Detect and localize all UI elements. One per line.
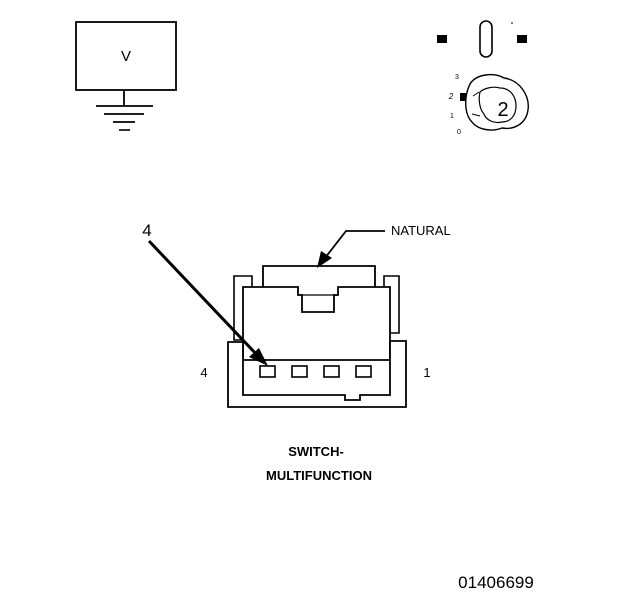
connector-top-cap [262, 265, 376, 287]
pin-callout-arrowhead [249, 348, 268, 366]
pin-cavity [291, 365, 308, 378]
selector-position-0: 0 [457, 129, 461, 136]
ground-icon [96, 105, 153, 131]
left-terminal-icon [437, 35, 447, 43]
connector-body [242, 286, 391, 361]
figure-id: 01406699 [458, 573, 534, 592]
voltmeter-box [75, 21, 177, 91]
selector-position-3: 3 [455, 74, 459, 81]
right-terminal-icon [517, 35, 527, 43]
knob-pointer [478, 86, 517, 124]
connector-name-line1: SWITCH- [288, 444, 344, 459]
connector-right-latch [383, 275, 400, 334]
pin-cavity [355, 365, 372, 378]
selector-position-1: 1 [450, 113, 454, 120]
color-leader-arrowhead [317, 251, 332, 268]
pin-right-label: 1 [423, 365, 430, 380]
connector-name-line2: MULTIFUNCTION [266, 468, 372, 483]
color-callout: NATURAL [317, 223, 451, 268]
meter-setting-icon [437, 20, 527, 58]
selector-indicator [460, 93, 467, 101]
pin-callout: 4 [142, 221, 268, 366]
voltmeter-label: V [121, 48, 131, 65]
selector-knob: 3 2 1 0 2 [448, 73, 529, 136]
selector-selected-value: 2 [497, 99, 508, 121]
selector-position-2: 2 [448, 92, 454, 101]
pin-callout-line [147, 239, 260, 358]
connector-left-latch [233, 275, 253, 341]
pin-cavity [323, 365, 340, 378]
pin-cavity [259, 365, 276, 378]
color-label: NATURAL [391, 223, 451, 238]
pin-left-label: 4 [200, 365, 207, 380]
color-leader-line [324, 230, 385, 259]
probe-slot-icon [479, 20, 493, 58]
pin-callout-number: 4 [142, 221, 151, 240]
connector-outer-shell [227, 340, 407, 408]
voltmeter-symbol: V [75, 21, 177, 131]
connector-face [227, 265, 407, 408]
